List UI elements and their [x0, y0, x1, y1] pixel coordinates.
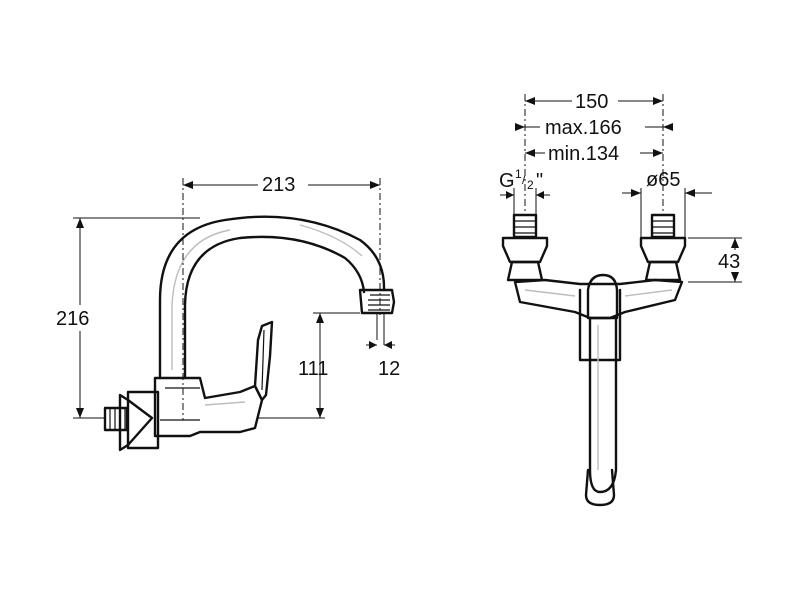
dim-thread-suffix: " — [536, 170, 543, 192]
dim-max-label: max.166 — [545, 117, 622, 139]
front-lever — [578, 273, 622, 507]
dimension-total-height — [55, 217, 200, 419]
dimension-center-distance — [524, 90, 664, 215]
dimension-outlet-height — [258, 312, 360, 419]
right-inlet — [639, 213, 687, 282]
dim-outlet-diameter-label: 12 — [378, 358, 400, 380]
dim-thread-slash: / — [522, 173, 526, 187]
dim-center-distance-label: 150 — [575, 91, 608, 113]
dim-outlet-height-label: 111 — [298, 358, 328, 380]
left-inlet — [501, 213, 549, 282]
dim-escutcheon-diameter-label: ø65 — [646, 169, 680, 191]
front-view: 150 max.166 min.134 G 1 / 2 — [499, 90, 750, 507]
dim-thread-denominator: 2 — [527, 178, 534, 192]
dimension-max — [515, 123, 673, 131]
dimension-escutcheon-height — [688, 237, 750, 283]
wall-connector — [103, 390, 160, 452]
dim-escutcheon-height-label: 43 — [718, 251, 740, 273]
dim-total-height-label: 216 — [56, 308, 89, 330]
front-body — [513, 278, 684, 320]
dimension-spout-reach — [182, 170, 381, 420]
dim-min-label: min.134 — [548, 143, 619, 165]
dimension-outlet-diameter — [366, 313, 395, 349]
dim-thread-prefix: G — [499, 170, 515, 192]
spout — [158, 215, 396, 380]
dim-spout-reach-label: 213 — [262, 174, 295, 196]
side-view: 213 216 111 12 — [55, 170, 400, 452]
dimension-thread — [500, 188, 550, 215]
dim-thread-numerator: 1 — [515, 167, 522, 181]
dimension-min — [525, 149, 663, 157]
dimension-escutcheon-diameter — [622, 188, 712, 238]
